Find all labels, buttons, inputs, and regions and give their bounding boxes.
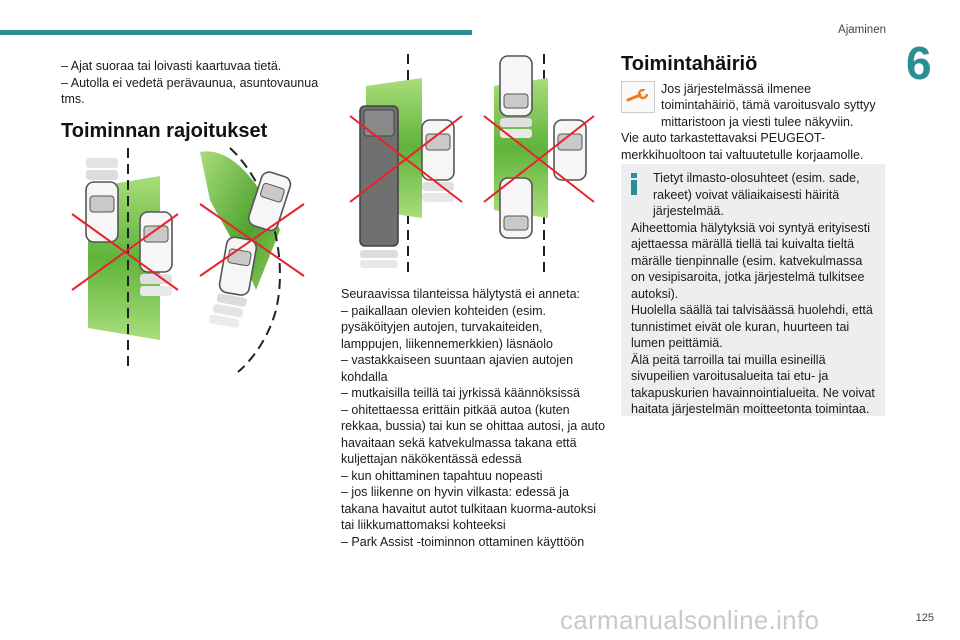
info-content: Tietyt ilmasto-olosuhteet (esim. sade, r… bbox=[631, 170, 879, 418]
intro-text: Seuraavissa tilanteissa hälytystä ei ann… bbox=[341, 287, 581, 301]
warning-text: Jos järjestelmässä ilmenee toimintahäiri… bbox=[661, 81, 876, 129]
text-line: – Ajat suoraa tai loivasti kaartuvaa tie… bbox=[61, 59, 282, 73]
list-item: – paikallaan olevien kohteiden (esim. py… bbox=[341, 303, 553, 351]
warning-wrench-icon bbox=[621, 80, 655, 113]
illustration-limitations-left bbox=[71, 147, 305, 373]
list-item: – kun ohittaminen tapahtuu nopeasti bbox=[341, 468, 543, 483]
chapter-number: 6 bbox=[906, 37, 932, 89]
list-item: – mutkaisilla teillä tai jyrkissä käännö… bbox=[341, 386, 580, 400]
list-item: – vastakkaiseen suuntaan ajavien autojen… bbox=[341, 353, 574, 384]
info-paragraph: Tietyt ilmasto-olosuhteet (esim. sade, r… bbox=[653, 171, 860, 218]
column-1: – Ajat suoraa tai loivasti kaartuvaa tie… bbox=[61, 58, 321, 142]
info-icon bbox=[631, 173, 637, 195]
malfunction-heading: Toimintahäiriö bbox=[621, 53, 758, 75]
info-paragraph: Älä peitä tarroilla tai muilla esineillä… bbox=[631, 352, 875, 417]
illustration-limitations-right bbox=[349, 54, 595, 272]
list-item: – jos liikenne on hyvin vilkasta: edessä… bbox=[341, 485, 597, 532]
list-item: – ohitettaessa erittäin pitkää autoa (ku… bbox=[341, 402, 606, 467]
column-3: Toimintahäiriö Jos järjestelmässä ilmene… bbox=[621, 53, 887, 163]
section-title: Ajaminen bbox=[838, 24, 886, 36]
section-heading: Toiminnan rajoitukset bbox=[61, 119, 268, 142]
page-number: 125 bbox=[915, 612, 934, 624]
info-paragraph: Huolella säällä tai talvisäässä huolehdi… bbox=[631, 303, 873, 350]
text-line: – Autolla ei vedetä perävaunua, asuntova… bbox=[61, 75, 319, 107]
info-box: Tietyt ilmasto-olosuhteet (esim. sade, r… bbox=[621, 164, 885, 416]
watermark: carmanualsonline.info bbox=[560, 605, 820, 635]
column-2: Seuraavissa tilanteissa hälytystä ei ann… bbox=[341, 286, 606, 550]
warning-row: Jos järjestelmässä ilmenee toimintahäiri… bbox=[621, 80, 887, 131]
service-text: Vie auto tarkastettavaksi PEUGEOT-merkki… bbox=[621, 131, 864, 162]
header-bar bbox=[0, 30, 472, 35]
list-item: – Park Assist -toiminnon ottaminen käytt… bbox=[341, 534, 585, 549]
info-paragraph: Aiheettomia hälytyksiä voi syntyä erityi… bbox=[631, 220, 870, 301]
